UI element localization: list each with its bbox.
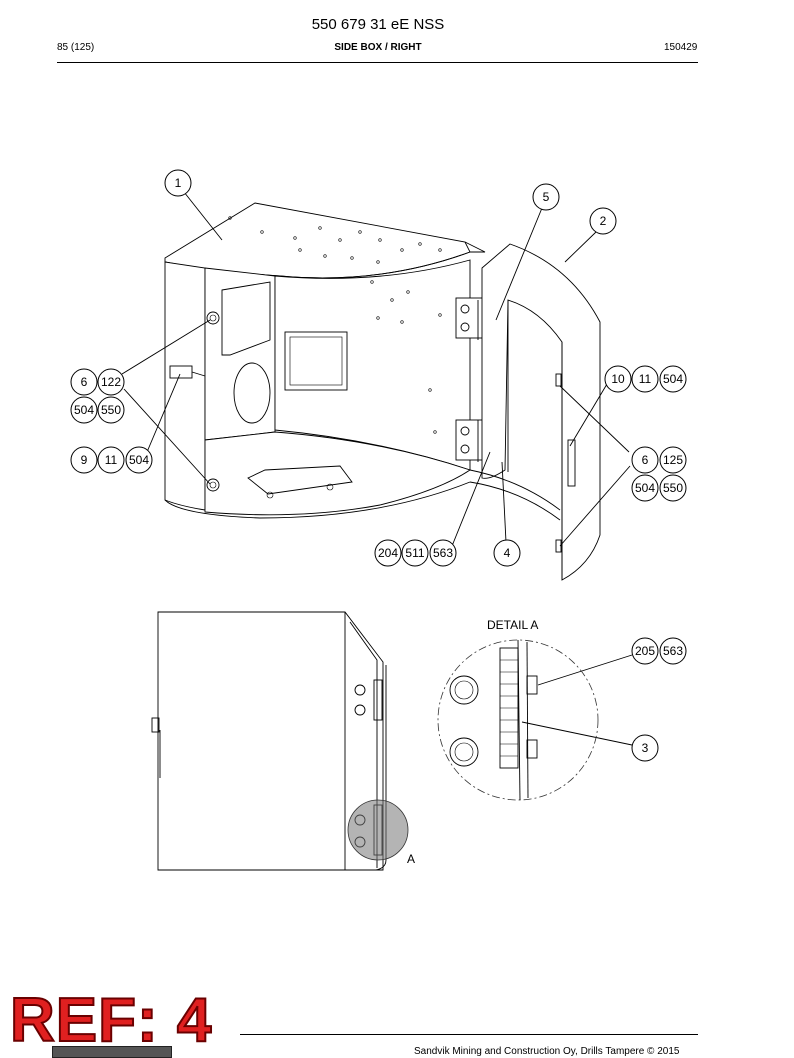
svg-text:2: 2 <box>600 214 607 228</box>
svg-text:11: 11 <box>639 372 652 386</box>
balloon-204: 204 <box>374 539 402 567</box>
balloon-504-left-b: 504 <box>125 446 153 474</box>
svg-text:9: 9 <box>81 453 88 467</box>
svg-text:563: 563 <box>433 546 453 560</box>
copyright-text: Sandvik Mining and Construction Oy, Dril… <box>414 1046 680 1057</box>
balloon-563-a: 563 <box>429 539 457 567</box>
svg-text:563: 563 <box>663 644 683 658</box>
balloon-5: 5 <box>532 183 560 211</box>
header-rule <box>57 62 698 63</box>
svg-text:205: 205 <box>635 644 655 658</box>
balloon-504-right-a: 504 <box>659 365 687 393</box>
balloon-3: 3 <box>631 734 659 762</box>
balloon-6-left: 6 <box>70 368 98 396</box>
balloon-11-right: 11 <box>631 365 659 393</box>
svg-text:504: 504 <box>635 481 655 495</box>
detail-a-view <box>437 639 599 801</box>
svg-text:122: 122 <box>101 375 121 389</box>
svg-text:550: 550 <box>663 481 683 495</box>
balloon-6-right: 6 <box>631 446 659 474</box>
svg-text:6: 6 <box>642 453 649 467</box>
detail-a-marker: A <box>407 852 415 866</box>
svg-text:511: 511 <box>405 546 424 560</box>
balloon-504-right-b: 504 <box>631 474 659 502</box>
svg-text:504: 504 <box>663 372 683 386</box>
svg-text:504: 504 <box>74 403 94 417</box>
footer-rule <box>240 1034 698 1035</box>
balloon-511: 511 <box>401 539 429 567</box>
balloon-550-right: 550 <box>659 474 687 502</box>
svg-text:125: 125 <box>663 453 683 467</box>
leader-lines <box>121 191 633 746</box>
svg-text:204: 204 <box>378 546 398 560</box>
svg-text:11: 11 <box>105 453 118 467</box>
svg-text:1: 1 <box>175 176 182 190</box>
page-number: 85 (125) <box>57 42 95 53</box>
svg-text:3: 3 <box>642 741 649 755</box>
svg-text:6: 6 <box>81 375 88 389</box>
document-number: 550 679 31 eE NSS <box>311 16 445 33</box>
ref-stamp: REF: 4 <box>9 985 213 1056</box>
svg-text:504: 504 <box>129 453 149 467</box>
detail-a-title: DETAIL A <box>487 618 538 632</box>
svg-text:5: 5 <box>543 190 550 204</box>
balloon-4: 4 <box>493 539 521 567</box>
date-code: 150429 <box>664 42 698 53</box>
balloon-9: 9 <box>70 446 98 474</box>
balloon-1: 1 <box>164 169 192 197</box>
balloon-11-left: 11 <box>97 446 125 474</box>
balloon-205: 205 <box>631 637 659 665</box>
balloon-122: 122 <box>97 368 125 396</box>
side-box-isometric <box>164 202 601 581</box>
side-view <box>151 611 409 871</box>
section-title: SIDE BOX / RIGHT <box>334 42 422 53</box>
svg-text:550: 550 <box>101 403 121 417</box>
balloon-550-left: 550 <box>97 396 125 424</box>
svg-text:10: 10 <box>611 372 625 386</box>
balloon-125: 125 <box>659 446 687 474</box>
balloon-563-b: 563 <box>659 637 687 665</box>
balloon-2: 2 <box>589 207 617 235</box>
balloon-504-left-a: 504 <box>70 396 98 424</box>
balloon-10: 10 <box>604 365 632 393</box>
svg-text:4: 4 <box>504 546 511 560</box>
